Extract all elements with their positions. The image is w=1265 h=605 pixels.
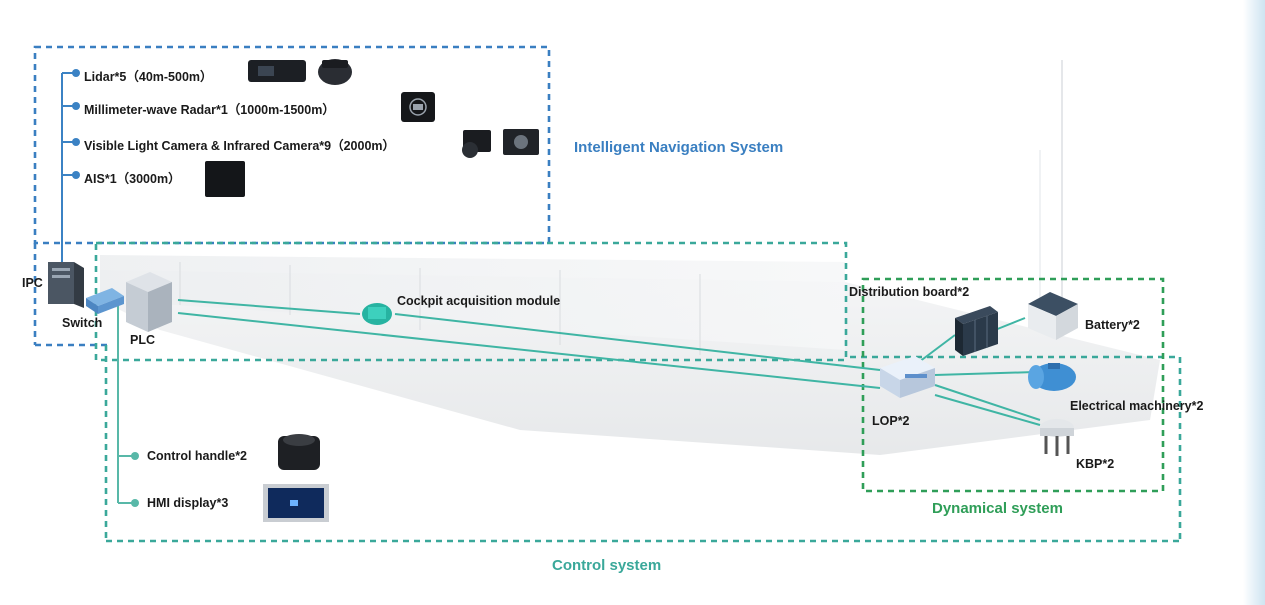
sensor-dot <box>72 102 80 110</box>
camera-icon <box>462 129 539 158</box>
lidar-label: Lidar*5（40m-500m） <box>84 70 213 84</box>
control-dot <box>131 452 139 460</box>
cockpit-module-label: Cockpit acquisition module <box>397 294 561 308</box>
sensor-dot <box>72 69 80 77</box>
camera-label: Visible Light Camera & Infrared Camera*9… <box>84 139 396 153</box>
joystick-icon <box>278 434 320 470</box>
battery-label: Battery*2 <box>1085 318 1140 332</box>
switch-label: Switch <box>62 316 103 330</box>
motor-icon <box>1028 363 1076 391</box>
dynamical-system-title: Dynamical system <box>932 500 1063 517</box>
hmi-display-label: HMI display*3 <box>147 496 229 510</box>
battery-icon <box>1028 292 1078 340</box>
cabinet-icon <box>955 306 998 356</box>
navigation-system-title: Intelligent Navigation System <box>574 139 784 156</box>
signal-lines <box>177 299 1041 426</box>
electrical-machinery-label: Electrical machinery*2 <box>1070 399 1204 413</box>
lidar-icon <box>248 59 352 85</box>
switch-icon <box>86 288 124 314</box>
kbp-icon <box>1040 419 1074 456</box>
radar-icon <box>401 92 435 122</box>
right-edge-decoration <box>1243 0 1265 605</box>
sensor-dot <box>72 171 80 179</box>
lop-label: LOP*2 <box>872 414 910 428</box>
radar-label: Millimeter-wave Radar*1（1000m-1500m） <box>84 103 335 117</box>
control-system-title: Control system <box>552 557 662 574</box>
dynamical-system-frame <box>861 277 1165 493</box>
control-handle-label: Control handle*2 <box>147 449 248 463</box>
control-tree <box>117 300 133 504</box>
sensor-dot <box>72 138 80 146</box>
distribution-board-label: Distribution board*2 <box>849 285 970 299</box>
ais-icon <box>205 161 245 197</box>
navigation-system-frame <box>33 45 551 245</box>
control-dot <box>131 499 139 507</box>
plc-icon <box>126 272 172 332</box>
server-icon <box>48 262 84 308</box>
ais-label: AIS*1（3000m） <box>84 172 181 186</box>
module-icon <box>362 303 392 325</box>
kbp-label: KBP*2 <box>1076 457 1115 471</box>
display-icon <box>263 484 329 522</box>
ipc-label: IPC <box>22 276 43 290</box>
panel-icon <box>880 356 935 398</box>
plc-label: PLC <box>130 333 155 347</box>
